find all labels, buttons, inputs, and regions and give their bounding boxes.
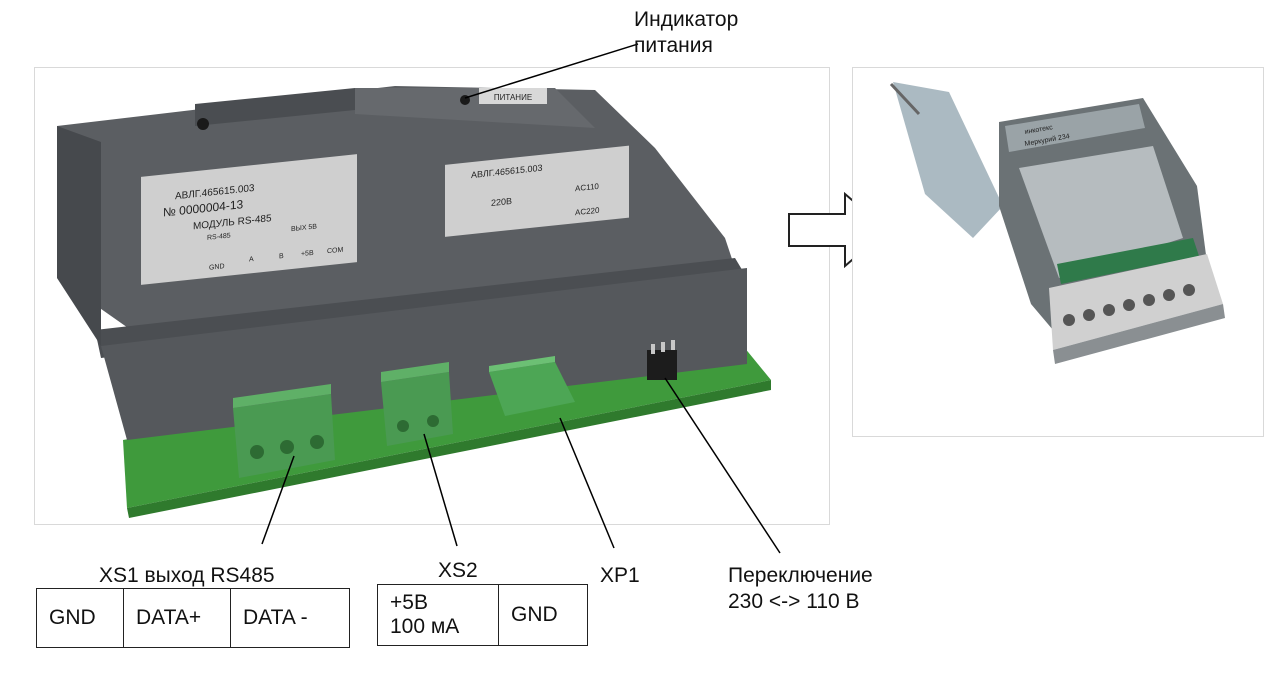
plate-right-ac220: AC220 — [575, 206, 600, 218]
meter-photo-frame: инкотекс Меркурий 234 — [852, 67, 1264, 437]
meter-terminals — [1049, 254, 1223, 350]
plate-left-plus5: +5В — [301, 250, 314, 258]
meter-lid — [893, 82, 1003, 238]
plate-left-rs485: RS-485 — [207, 232, 231, 241]
switch-caption: Переключение 230 <-> 110 В — [728, 563, 873, 615]
switch-caption-line1: Переключение — [728, 564, 873, 587]
power-indicator-line2: питания — [634, 34, 713, 57]
mount-hole-left — [197, 118, 209, 130]
plate-left-a: A — [249, 256, 254, 264]
callout-xs1 — [261, 455, 295, 545]
xs1-pin-table: GND DATA+ DATA - — [36, 588, 350, 648]
housing-side — [57, 126, 101, 346]
meter-inner-tray — [1019, 146, 1183, 278]
callout-power-indicator — [464, 43, 639, 99]
xp1-title: XP1 — [600, 564, 640, 587]
callout-xp1 — [559, 417, 615, 549]
xp1-header — [489, 356, 575, 416]
meter-top-panel — [1005, 104, 1145, 152]
xs2-pin-gnd: GND — [498, 584, 588, 646]
plate-right-v220: 220В — [491, 196, 512, 208]
voltage-jumper — [647, 340, 677, 380]
module-photo-frame: ПИТАНИЕ АВЛГ.465615.003 № 0000004-13 МОД… — [34, 67, 830, 525]
power-indicator-label: Индикатор питания — [634, 7, 738, 59]
plate-right — [445, 145, 629, 237]
xs1-pin-gnd: GND — [36, 588, 124, 648]
xs1-terminal-block — [233, 384, 335, 478]
plate-right-ac110: AC110 — [575, 182, 599, 194]
pcb-edge — [127, 380, 771, 518]
meter-pcb-strip — [1057, 238, 1199, 284]
meter-terminal-screws — [1063, 284, 1195, 326]
xs2-terminal-block — [381, 362, 453, 446]
xs1-title: XS1 выход RS485 — [99, 564, 275, 587]
power-label-tag — [479, 88, 547, 104]
xs2-title: XS2 — [438, 559, 478, 582]
power-indicator-line1: Индикатор — [634, 8, 739, 31]
plate-left-b: B — [279, 253, 284, 261]
xs2-pin-table: +5В 100 мА GND — [377, 584, 588, 646]
plate-left — [141, 154, 357, 285]
xs1-pin-data-minus: DATA - — [230, 588, 350, 648]
meter-base — [1053, 304, 1225, 364]
plate-left-out: ВЫХ 5В — [291, 223, 317, 233]
meter-illustration: инкотекс Меркурий 234 — [889, 82, 1225, 364]
callout-switch — [664, 377, 781, 554]
xs1-pin-data-plus: DATA+ — [123, 588, 231, 648]
xs2-pin-5v: +5В 100 мА — [377, 584, 499, 646]
housing-top-ridge — [195, 88, 355, 126]
module-illustration: ПИТАНИЕ АВЛГ.465615.003 № 0000004-13 МОД… — [57, 86, 771, 518]
plate-left-com: COM — [327, 247, 343, 256]
meter-brand: инкотекс — [1024, 124, 1054, 136]
plate-left-gnd: GND — [209, 263, 225, 272]
power-label-text: ПИТАНИЕ — [494, 93, 532, 102]
xs2-pin-5v-line1: +5В — [390, 591, 428, 614]
callout-xs2 — [423, 433, 458, 547]
xs2-pin-5v-line2: 100 мА — [390, 615, 460, 638]
switch-caption-line2: 230 <-> 110 В — [728, 590, 860, 613]
